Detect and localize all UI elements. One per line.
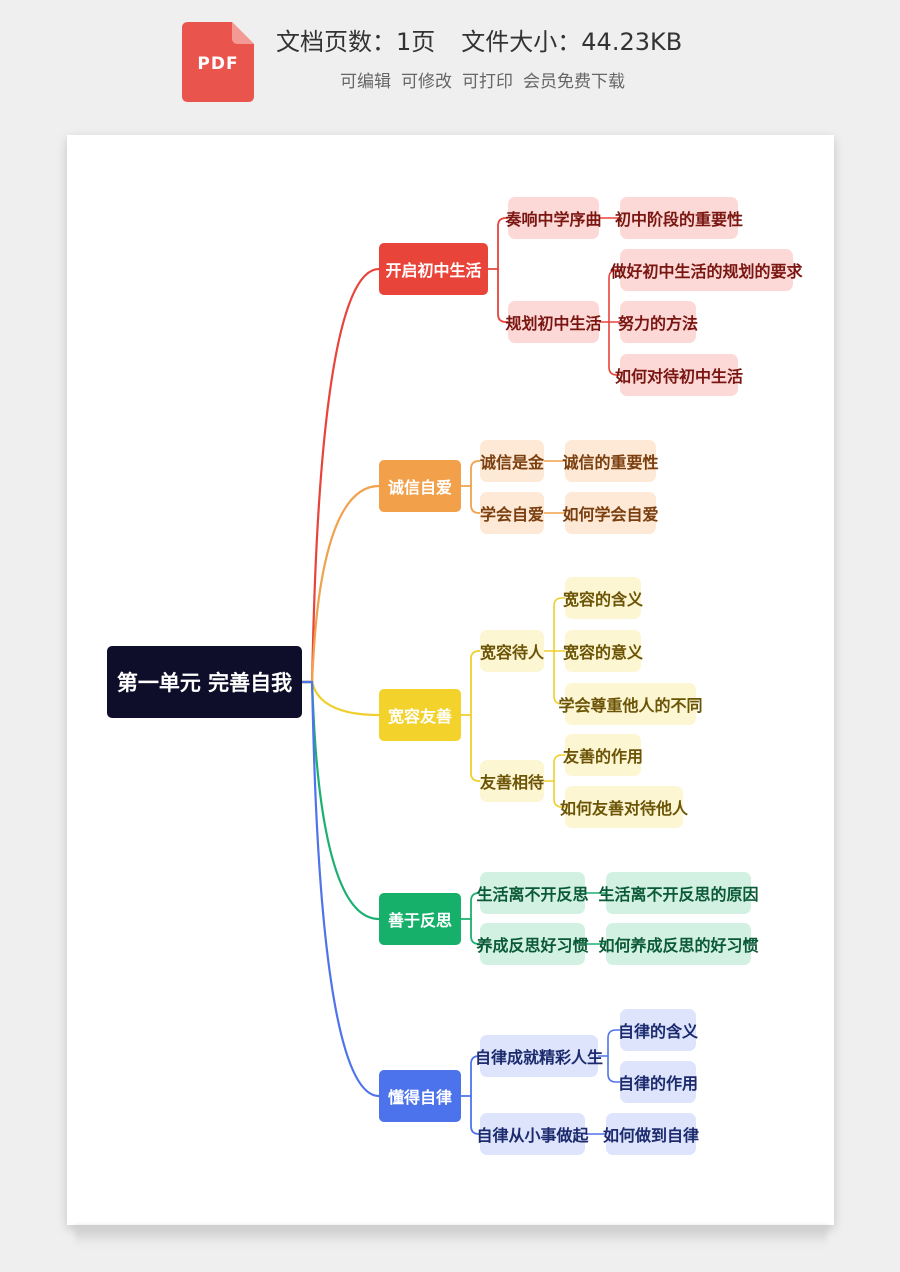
subtopic-node: 宽容的意义 <box>563 630 643 672</box>
subtopic-node: 做好初中生活的规划的要求 <box>611 249 803 291</box>
subtopic-node: 诚信的重要性 <box>563 440 659 482</box>
document-features: 可编辑可修改可打印会员免费下载 <box>340 67 635 92</box>
topic-node: 规划初中生活 <box>506 301 602 343</box>
subtopic-node: 生活离不开反思的原因 <box>599 872 759 914</box>
subtopic-node: 如何学会自爱 <box>563 492 659 534</box>
topic-node: 友善相待 <box>480 760 544 802</box>
topic-node: 生活离不开反思 <box>477 872 589 914</box>
branch-node-1: 开启初中生活 <box>379 243 488 295</box>
topic-node: 养成反思好习惯 <box>477 923 589 965</box>
subtopic-node: 宽容的含义 <box>563 577 643 619</box>
topic-node: 自律成就精彩人生 <box>475 1035 603 1077</box>
subtopic-node: 如何养成反思的好习惯 <box>599 923 759 965</box>
subtopic-node: 努力的方法 <box>618 301 698 343</box>
topic-node: 奏响中学序曲 <box>506 197 602 239</box>
subtopic-node: 初中阶段的重要性 <box>615 197 743 239</box>
subtopic-node: 友善的作用 <box>563 734 643 776</box>
feature-printable: 可打印 <box>462 72 513 92</box>
topic-node: 学会自爱 <box>480 492 544 534</box>
subtopic-node: 自律的作用 <box>618 1061 698 1103</box>
document-header: PDF 文档页数：1页文件大小：44.23KB 可编辑可修改可打印会员免费下载 <box>0 0 900 125</box>
page-shadow <box>75 1226 827 1246</box>
feature-modifiable: 可修改 <box>401 72 452 92</box>
branch-node-2: 诚信自爱 <box>379 460 461 512</box>
page-count: 文档页数：1页 <box>276 28 436 56</box>
pdf-file-icon <box>182 22 254 102</box>
feature-editable: 可编辑 <box>340 72 391 92</box>
subtopic-node: 如何做到自律 <box>603 1113 699 1155</box>
root-node: 第一单元 完善自我 <box>107 646 302 718</box>
branch-node-4: 善于反思 <box>379 893 461 945</box>
subtopic-node: 自律的含义 <box>618 1009 698 1051</box>
branch-node-3: 宽容友善 <box>379 689 461 741</box>
subtopic-node: 如何对待初中生活 <box>615 354 743 396</box>
subtopic-node: 如何友善对待他人 <box>560 786 688 828</box>
file-size: 文件大小：44.23KB <box>461 28 683 56</box>
topic-node: 自律从小事做起 <box>477 1113 589 1155</box>
topic-node: 宽容待人 <box>480 630 544 672</box>
document-meta: 文档页数：1页文件大小：44.23KB <box>276 22 708 57</box>
pdf-icon-label: PDF <box>197 54 239 74</box>
branch-node-5: 懂得自律 <box>379 1070 461 1122</box>
feature-member-download: 会员免费下载 <box>523 72 625 92</box>
topic-node: 诚信是金 <box>480 440 544 482</box>
subtopic-node: 学会尊重他人的不同 <box>559 683 703 725</box>
